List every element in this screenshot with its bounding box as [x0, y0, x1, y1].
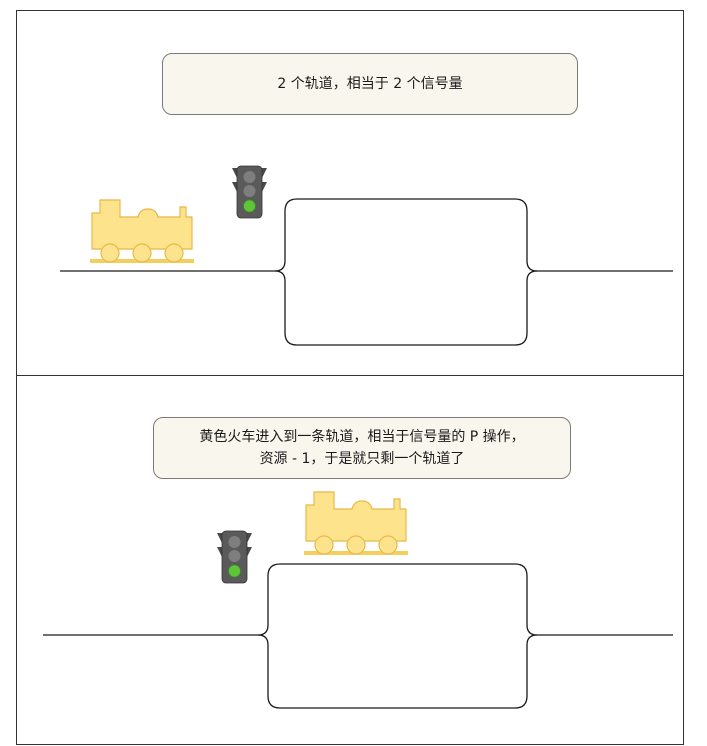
panel-two-tracks: 2 个轨道，相当于 2 个信号量	[16, 10, 684, 376]
caption-text: 2 个轨道，相当于 2 个信号量	[277, 76, 463, 92]
train-icon	[304, 491, 408, 555]
caption-note: 2 个轨道，相当于 2 个信号量	[162, 53, 578, 115]
traffic-light-icon	[232, 165, 267, 219]
caption-note: 黄色火车进入到一条轨道，相当于信号量的 P 操作， 资源 - 1，于是就只剩一个…	[153, 417, 571, 479]
caption-text: 黄色火车进入到一条轨道，相当于信号量的 P 操作， 资源 - 1，于是就只剩一个…	[199, 429, 525, 467]
track-line	[43, 563, 673, 636]
track-diagram-1	[60, 165, 673, 346]
train-icon	[90, 199, 194, 263]
panel-p-operation: 黄色火车进入到一条轨道，相当于信号量的 P 操作， 资源 - 1，于是就只剩一个…	[16, 375, 684, 745]
track-line	[257, 634, 538, 709]
track-line	[274, 270, 538, 346]
track-diagram-2	[43, 491, 673, 709]
track-line	[60, 198, 673, 272]
traffic-light-icon	[217, 530, 252, 584]
